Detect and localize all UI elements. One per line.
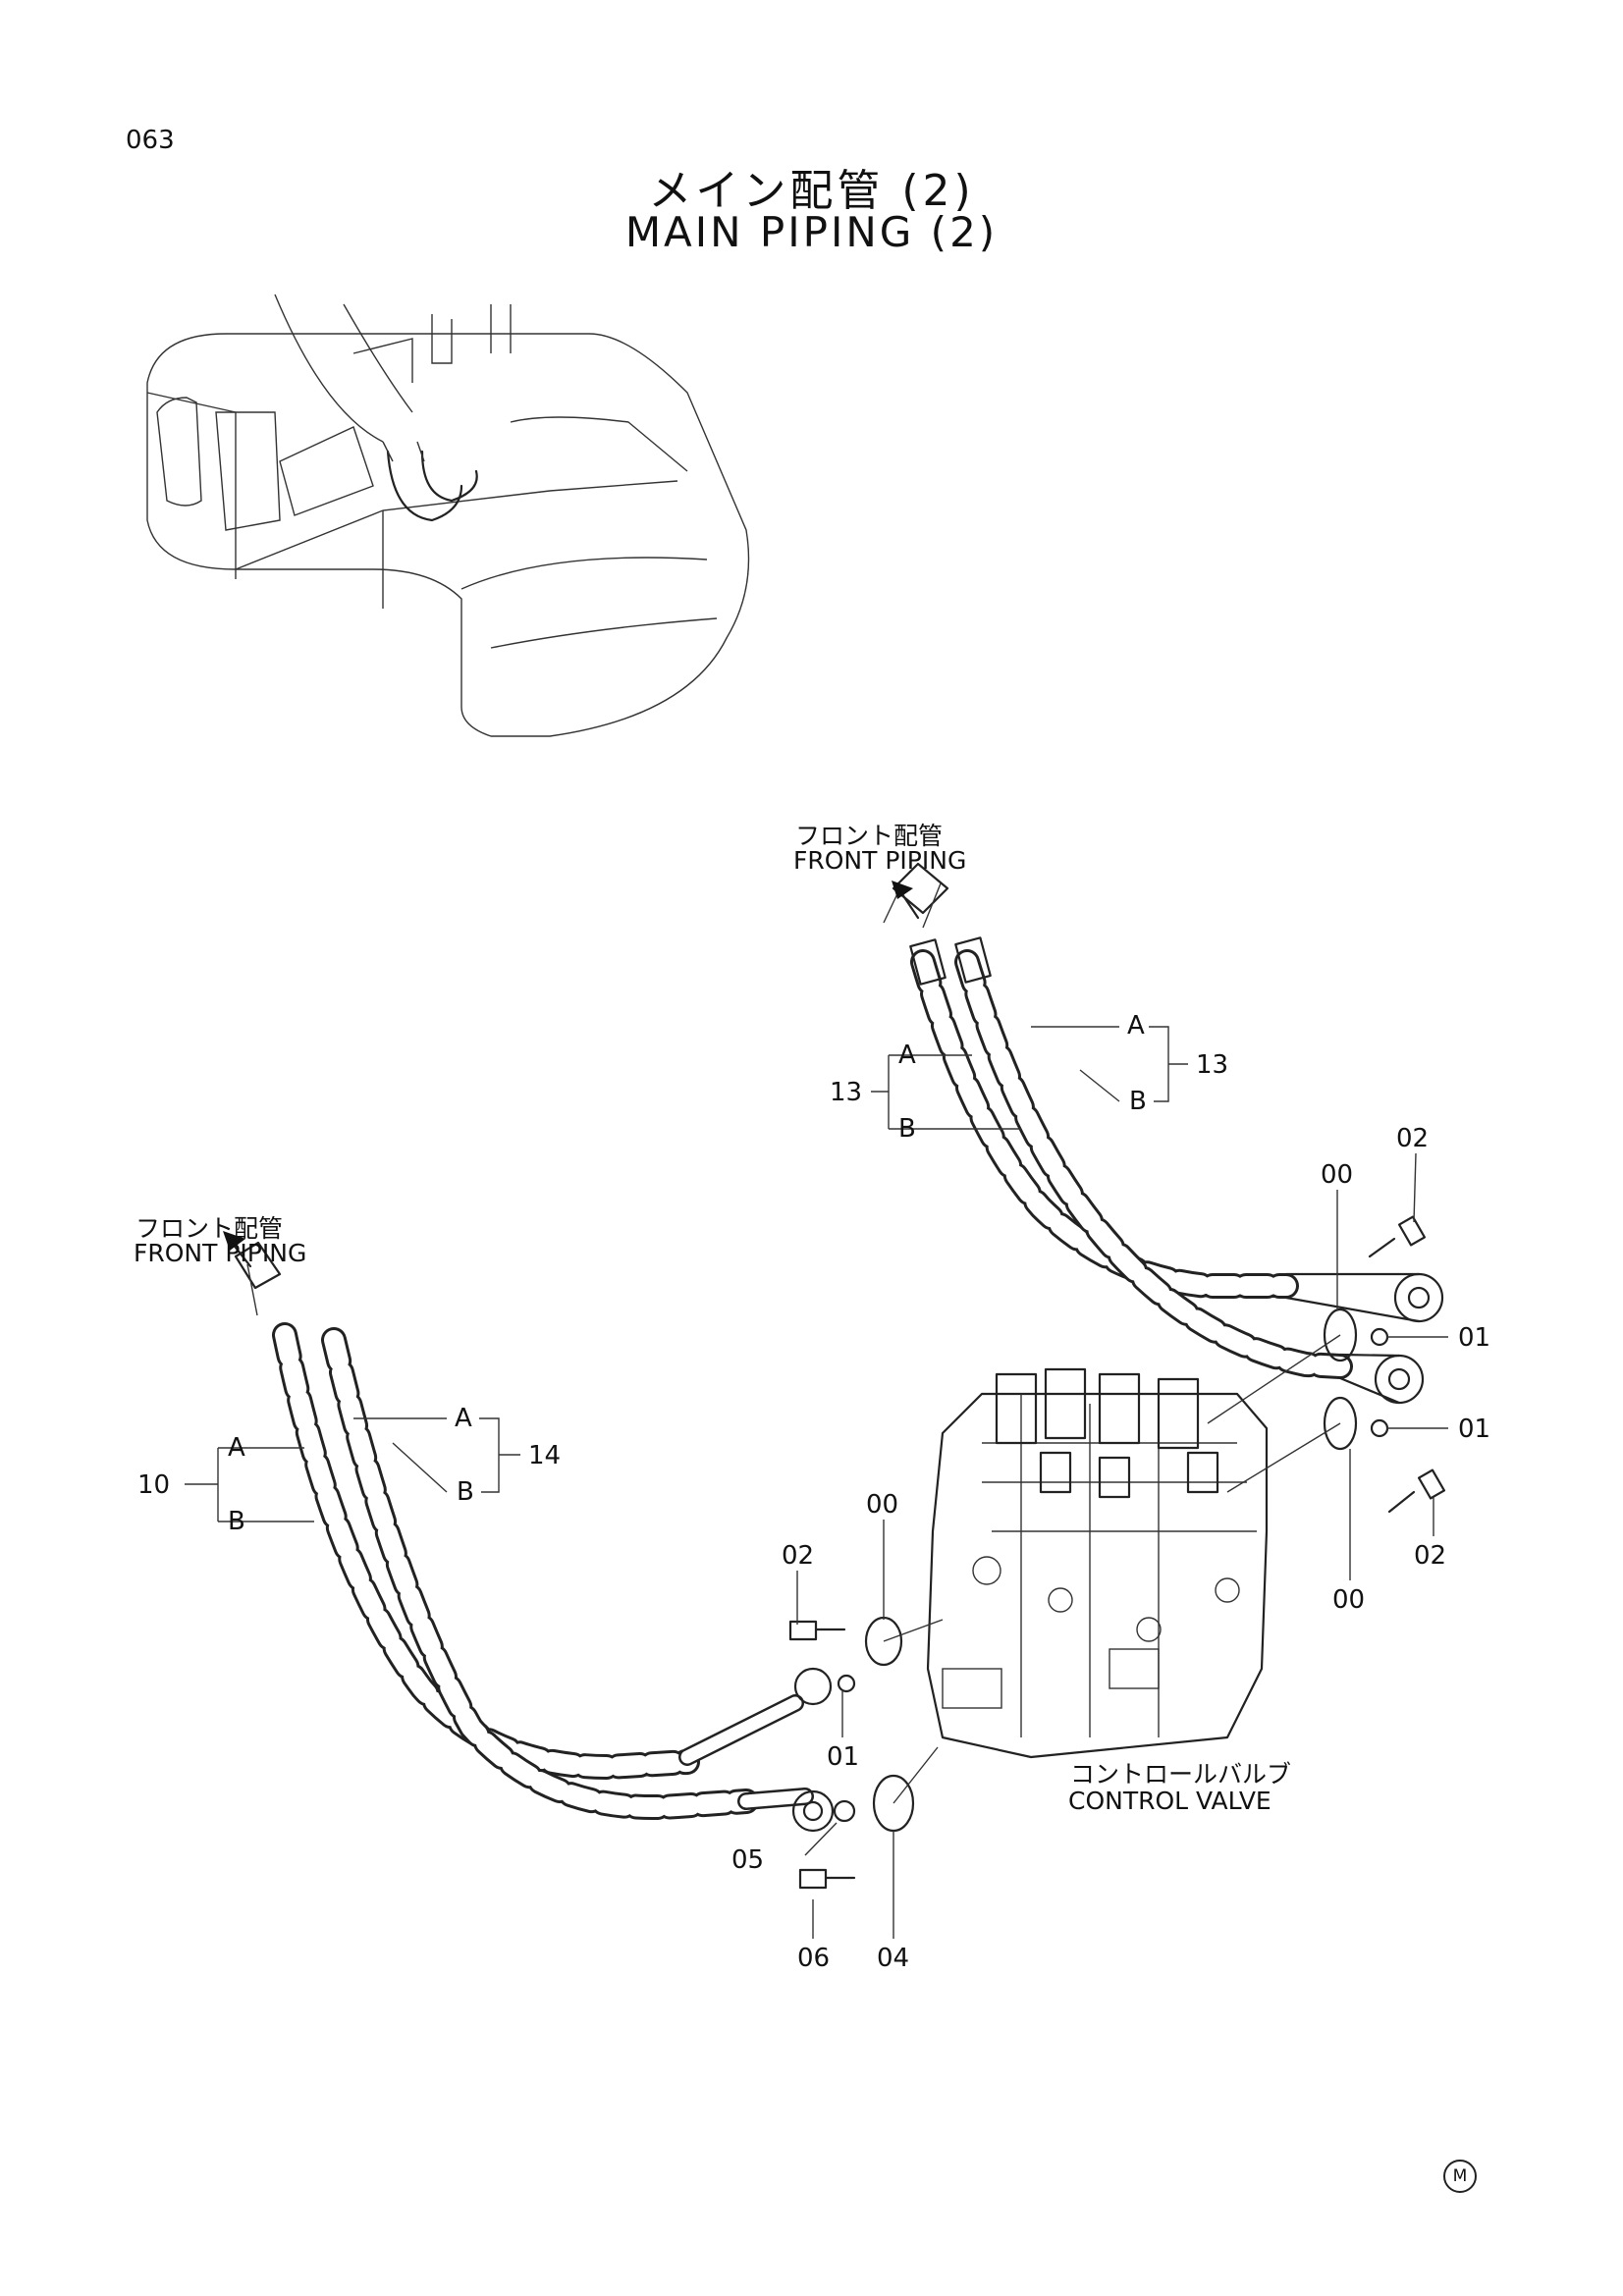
callout-upper-A-right: A: [1127, 1011, 1145, 1041]
callout-upper-A-left: A: [898, 1041, 916, 1070]
front-piping-upper-jp: フロント配管: [795, 822, 944, 850]
callout-00-top: 00: [1321, 1160, 1354, 1190]
bolt-06: [798, 1868, 828, 1890]
flange-00-upper: [1323, 1308, 1358, 1362]
callout-01-upper: 01: [1458, 1323, 1491, 1353]
callout-upper-13-right: 13: [1196, 1050, 1229, 1080]
callout-lower-A-right: A: [455, 1404, 472, 1433]
page-title-japanese: メイン配管 (2): [648, 166, 975, 216]
callout-01-middle: 01: [1458, 1415, 1491, 1444]
callout-lower-10: 10: [137, 1470, 171, 1500]
o-ring-01-left: [837, 1674, 856, 1693]
callout-05: 05: [731, 1845, 765, 1875]
callout-02-left: 02: [782, 1541, 815, 1571]
callout-upper-13-left: 13: [830, 1078, 863, 1107]
o-ring-01-middle: [1370, 1418, 1389, 1438]
m-mark-symbol: M: [1443, 2160, 1477, 2193]
callout-00-mid: 00: [866, 1490, 899, 1520]
callout-02-top: 02: [1396, 1124, 1430, 1153]
callout-06: 06: [797, 1944, 831, 1973]
control-valve-en: CONTROL VALVE: [1068, 1787, 1271, 1815]
page-number: 063: [126, 126, 175, 155]
flange-00-middle: [1323, 1396, 1358, 1451]
bolt-02-top: [1397, 1215, 1427, 1247]
page-title-english: MAIN PIPING (2): [624, 208, 999, 256]
bolt-02-right: [1417, 1468, 1446, 1500]
front-piping-lower-jp: フロント配管: [135, 1214, 284, 1243]
callout-lower-14: 14: [528, 1441, 562, 1470]
callout-upper-B-left: B: [898, 1114, 916, 1144]
callout-upper-B-right: B: [1129, 1087, 1147, 1116]
o-ring-01-upper: [1370, 1327, 1389, 1347]
control-valve-illustration: [926, 1367, 1269, 1759]
callout-lower-B-right: B: [457, 1477, 474, 1507]
callout-lower-B-left: B: [228, 1507, 245, 1536]
callout-00-right: 00: [1332, 1585, 1366, 1615]
lower-bracket-leaders: [185, 1417, 520, 1522]
excavator-overview-illustration: [146, 294, 750, 737]
o-ring-05: [833, 1799, 856, 1823]
arrow-lower-head: [223, 1231, 245, 1251]
arrow-upper-head: [892, 881, 913, 899]
upper-hose-assembly: [883, 862, 1444, 1405]
control-valve-jp: コントロールバルブ: [1070, 1760, 1292, 1789]
upper-bracket-leaders: [871, 1026, 1188, 1130]
bolt-02-left: [788, 1620, 818, 1641]
callout-01-left: 01: [827, 1742, 860, 1772]
lower-hose-assembly: [234, 1241, 835, 1833]
fittings: [788, 1215, 1446, 1890]
callout-04: 04: [877, 1944, 910, 1973]
callout-lower-A-left: A: [228, 1433, 245, 1463]
part-leaders: [796, 1152, 1448, 1939]
front-piping-lower-en: FRONT PIPING: [134, 1239, 307, 1267]
front-piping-upper-en: FRONT PIPING: [793, 846, 967, 875]
callout-02-right: 02: [1414, 1541, 1447, 1571]
